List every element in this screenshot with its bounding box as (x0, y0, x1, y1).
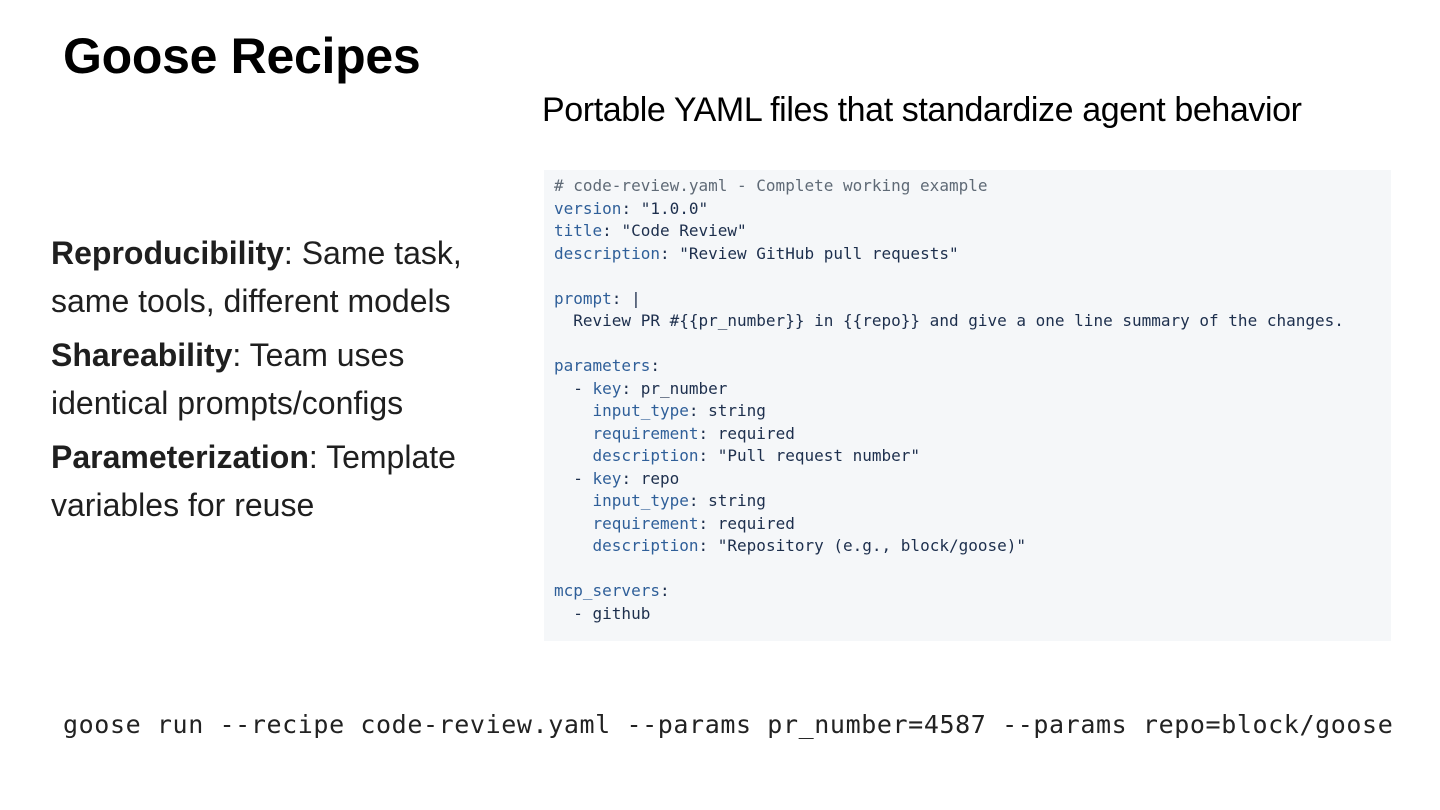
code-line: - key: repo (554, 468, 1391, 491)
benefit-term: Parameterization (51, 439, 309, 475)
code-colon: : (659, 581, 670, 600)
slide-title: Goose Recipes (63, 28, 421, 84)
benefit-text: : Team uses identical prompts/configs (51, 337, 405, 421)
code-comment: # code-review.yaml - Complete working ex… (554, 176, 988, 195)
code-indent (554, 424, 593, 443)
code-key: input_type (592, 401, 689, 420)
code-colon: : (650, 356, 660, 375)
code-value: required (708, 513, 795, 533)
code-line: parameters: (554, 355, 1391, 378)
code-line: Review PR #{{pr_number}} in {{repo}} and… (554, 310, 1391, 333)
code-value: | (621, 288, 641, 308)
code-colon: : (688, 491, 699, 510)
code-colon: : (621, 468, 632, 488)
code-line: input_type: string (554, 400, 1391, 423)
code-line: mcp_servers: (554, 580, 1391, 603)
code-colon: : (659, 243, 670, 263)
run-command: goose run --recipe code-review.yaml --pa… (63, 710, 1394, 739)
code-line (554, 558, 1391, 581)
benefit-parameterization: Parameterization: Template variables for… (51, 433, 521, 529)
code-colon: : (602, 221, 612, 240)
code-text: github (592, 603, 651, 623)
code-key: key (592, 378, 622, 398)
benefit-term: Shareability (51, 337, 233, 373)
code-key: requirement (592, 513, 699, 533)
code-key: mcp_servers (554, 581, 660, 600)
code-indent: - (554, 378, 593, 398)
code-key: title (554, 221, 603, 240)
yaml-code-block: # code-review.yaml - Complete working ex… (544, 170, 1391, 641)
code-value: string (698, 491, 766, 510)
code-key: prompt (554, 288, 612, 308)
code-indent: - (554, 603, 593, 623)
code-key: description (554, 243, 660, 263)
code-line: version: "1.0.0" (554, 198, 1391, 221)
code-value: repo (631, 468, 680, 488)
code-indent: - (554, 468, 593, 488)
code-value: "Pull request number" (708, 446, 921, 465)
code-key: description (592, 536, 699, 555)
benefit-reproducibility: Reproducibility: Same task, same tools, … (51, 229, 521, 325)
code-line: requirement: required (554, 423, 1391, 446)
code-colon: : (621, 198, 632, 218)
code-line: requirement: required (554, 513, 1391, 536)
code-colon: : (698, 446, 709, 465)
code-indent (554, 446, 593, 465)
code-indent (554, 514, 593, 533)
code-indent (554, 401, 593, 420)
code-line: title: "Code Review" (554, 220, 1391, 243)
code-line (554, 265, 1391, 288)
benefit-shareability: Shareability: Team uses identical prompt… (51, 331, 521, 427)
code-line: description: "Repository (e.g., block/go… (554, 535, 1391, 558)
code-line (554, 333, 1391, 356)
code-line: prompt: | (554, 288, 1391, 311)
code-value: "Review GitHub pull requests" (669, 243, 959, 263)
code-indent (554, 491, 593, 510)
code-key: requirement (592, 423, 699, 443)
code-value: string (698, 401, 766, 420)
code-line: description: "Pull request number" (554, 445, 1391, 468)
code-value: pr_number (631, 378, 728, 398)
code-text: Review PR #{{pr_number}} in {{repo}} and… (573, 311, 1344, 330)
code-indent (554, 536, 593, 555)
code-indent (554, 311, 573, 330)
code-value: "1.0.0" (631, 198, 709, 218)
code-line: - key: pr_number (554, 378, 1391, 401)
code-key: parameters (554, 356, 651, 375)
code-line: description: "Review GitHub pull request… (554, 243, 1391, 266)
code-colon: : (621, 378, 632, 398)
slide-subtitle: Portable YAML files that standardize age… (542, 91, 1302, 129)
benefits-list: Reproducibility: Same task, same tools, … (51, 229, 521, 535)
code-key: key (592, 468, 622, 488)
benefit-term: Reproducibility (51, 235, 284, 271)
code-line: input_type: string (554, 490, 1391, 513)
code-line: # code-review.yaml - Complete working ex… (554, 175, 1391, 198)
code-value: "Repository (e.g., block/goose)" (708, 536, 1027, 555)
code-key: description (592, 446, 699, 465)
benefit-text: : Template variables for reuse (51, 439, 456, 523)
code-colon: : (698, 423, 709, 443)
code-colon: : (688, 401, 699, 420)
code-key: input_type (592, 491, 689, 510)
code-colon: : (698, 513, 709, 533)
code-value: "Code Review" (611, 221, 747, 240)
code-line: - github (554, 603, 1391, 626)
code-colon: : (611, 288, 622, 308)
benefit-text: : Same task, same tools, different model… (51, 235, 462, 319)
code-colon: : (698, 536, 709, 555)
code-value: required (708, 423, 795, 443)
code-key: version (554, 198, 622, 218)
